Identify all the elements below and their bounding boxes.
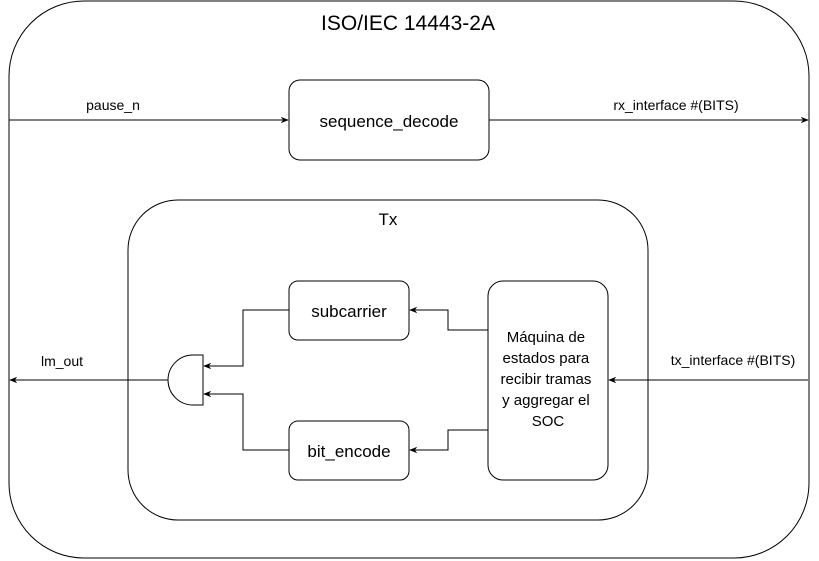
pause-n-label: pause_n: [86, 97, 140, 113]
outer-title: ISO/IEC 14443-2A: [321, 12, 495, 35]
subcarrier-to-gate-arrow: [203, 309, 289, 370]
state-machine-line-1: Máquina de: [507, 329, 585, 346]
and-gate: [167, 354, 204, 406]
sequence-decode-label: sequence_decode: [320, 112, 459, 131]
state-machine-label: Máquina de estados para recibir tramas y…: [500, 329, 595, 430]
tx-interface-label: tx_interface #(BITS): [671, 352, 796, 368]
bit-encode-label: bit_encode: [307, 442, 390, 461]
rx-interface-label: rx_interface #(BITS): [613, 97, 738, 113]
state-machine-block: [487, 280, 609, 481]
subcarrier-label: subcarrier: [311, 302, 387, 321]
bit-encode-to-gate-arrow: [203, 390, 289, 451]
state-machine-line-2: estados para: [503, 350, 590, 367]
lm-out-label: lm_out: [41, 353, 83, 369]
sm-to-subcarrier-arrow: [409, 306, 488, 331]
sm-to-bit-encode-arrow: [409, 429, 488, 454]
tx-title: Tx: [379, 210, 398, 229]
state-machine-line-5: SOC: [532, 413, 565, 430]
state-machine-line-4: y aggregar el: [502, 392, 590, 409]
state-machine-line-3: recibir tramas: [500, 371, 591, 388]
